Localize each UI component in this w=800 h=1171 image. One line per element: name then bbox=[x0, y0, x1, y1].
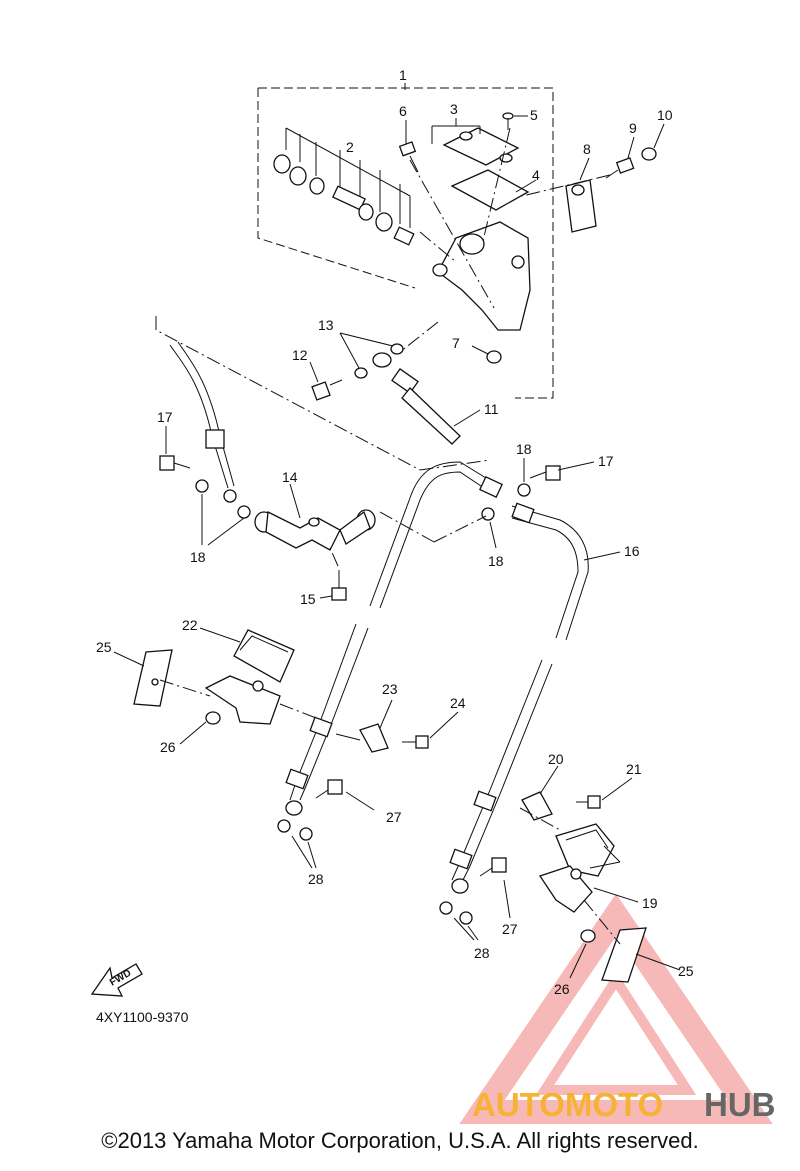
callout-13: 13 bbox=[318, 317, 334, 333]
callout-5: 5 bbox=[530, 107, 538, 123]
watermark-text-orange: AUTOMOTO bbox=[472, 1086, 663, 1123]
bolt-21 bbox=[576, 795, 601, 809]
washer-28-right-a bbox=[439, 901, 453, 915]
callout-28-left: 28 bbox=[308, 871, 324, 887]
callout-28-right: 28 bbox=[474, 945, 490, 961]
callout-1: 1 bbox=[399, 67, 407, 83]
callout-17-right: 17 bbox=[598, 453, 614, 469]
bolt-24 bbox=[402, 735, 429, 749]
brake-hose-lower-left bbox=[285, 623, 369, 816]
callout-18-right-top: 18 bbox=[516, 441, 532, 457]
union-bolt-27-left bbox=[315, 779, 343, 799]
callout-labels: 1 2 3 4 5 6 7 8 9 10 11 12 13 14 15 16 1… bbox=[96, 67, 694, 997]
callout-27-right: 27 bbox=[502, 921, 518, 937]
washer-18-right-b bbox=[481, 507, 495, 521]
brake-hose-16 bbox=[369, 461, 589, 641]
plate-25-right bbox=[601, 927, 647, 983]
piston-kit-parts bbox=[273, 154, 415, 246]
washer-28-right-b bbox=[459, 911, 473, 925]
reservoir-cap bbox=[442, 127, 520, 166]
clamp-23 bbox=[359, 723, 389, 753]
plate-25-left bbox=[133, 649, 173, 707]
callout-14: 14 bbox=[282, 469, 298, 485]
callout-6: 6 bbox=[399, 103, 407, 119]
callout-26-right: 26 bbox=[554, 981, 570, 997]
washer-13a bbox=[354, 367, 368, 379]
master-cylinder bbox=[432, 221, 531, 331]
leader-lines bbox=[113, 115, 681, 979]
washer-13b bbox=[390, 343, 404, 355]
washer-18-left-b bbox=[237, 505, 251, 519]
callout-17-left: 17 bbox=[157, 409, 173, 425]
callout-20: 20 bbox=[548, 751, 564, 767]
union-bolt-17-right bbox=[529, 465, 561, 481]
diaphragm bbox=[450, 169, 530, 211]
callout-8: 8 bbox=[583, 141, 591, 157]
washer-18-left-a bbox=[195, 479, 209, 493]
callout-22: 22 bbox=[182, 617, 198, 633]
bolt-6 bbox=[398, 141, 419, 173]
screw-5 bbox=[502, 112, 514, 130]
washer-28-left-a bbox=[277, 819, 291, 833]
watermark-logo: AUTOMOTO HUB bbox=[459, 893, 776, 1124]
brake-hose-left-upper bbox=[169, 341, 237, 503]
callout-7: 7 bbox=[452, 335, 460, 351]
copyright-notice: ©2013 Yamaha Motor Corporation, U.S.A. A… bbox=[101, 1128, 699, 1153]
callout-19: 19 bbox=[642, 895, 658, 911]
callout-18-right-bottom: 18 bbox=[488, 553, 504, 569]
callout-11: 11 bbox=[484, 401, 499, 417]
holder-8 bbox=[565, 179, 597, 233]
callout-21: 21 bbox=[626, 761, 642, 777]
union-bolt-17-left bbox=[159, 455, 191, 471]
brake-hose-11 bbox=[372, 352, 461, 445]
bolt-15 bbox=[331, 570, 347, 601]
washer-18-right-a bbox=[517, 483, 531, 497]
callout-4: 4 bbox=[532, 167, 540, 183]
union-bolt-12 bbox=[311, 379, 343, 401]
callout-9: 9 bbox=[629, 120, 637, 136]
callout-25-right: 25 bbox=[678, 963, 694, 979]
callout-3: 3 bbox=[450, 101, 458, 117]
callout-24: 24 bbox=[450, 695, 466, 711]
callout-15: 15 bbox=[300, 591, 316, 607]
washer-28-left-b bbox=[299, 827, 313, 841]
callout-18-left: 18 bbox=[190, 549, 206, 565]
diagram-code: 4XY1100-9370 bbox=[96, 1009, 189, 1025]
hose-guide-19 bbox=[538, 823, 615, 913]
union-bolt-27-right bbox=[479, 857, 507, 877]
nut-7 bbox=[486, 350, 502, 364]
callout-16: 16 bbox=[624, 543, 640, 559]
callout-12: 12 bbox=[292, 347, 308, 363]
callout-25-left: 25 bbox=[96, 639, 112, 655]
callout-26-left: 26 bbox=[160, 739, 176, 755]
hose-guide-22 bbox=[204, 629, 295, 725]
kit-2-bracket bbox=[285, 127, 411, 228]
nut-26-left bbox=[205, 711, 221, 725]
watermark-text-gray: HUB bbox=[704, 1086, 776, 1123]
washer-10 bbox=[641, 147, 657, 161]
nut-26-right bbox=[580, 929, 596, 943]
clamp-20 bbox=[521, 791, 553, 821]
brake-hose-joint-14 bbox=[254, 509, 376, 551]
brake-hose-lower-right bbox=[449, 659, 553, 894]
bolt-9 bbox=[605, 157, 635, 179]
callout-27-left: 27 bbox=[386, 809, 402, 825]
callout-2: 2 bbox=[346, 139, 354, 155]
callout-23: 23 bbox=[382, 681, 398, 697]
callout-10: 10 bbox=[657, 107, 673, 123]
fwd-arrow-icon: FWD bbox=[90, 963, 143, 997]
